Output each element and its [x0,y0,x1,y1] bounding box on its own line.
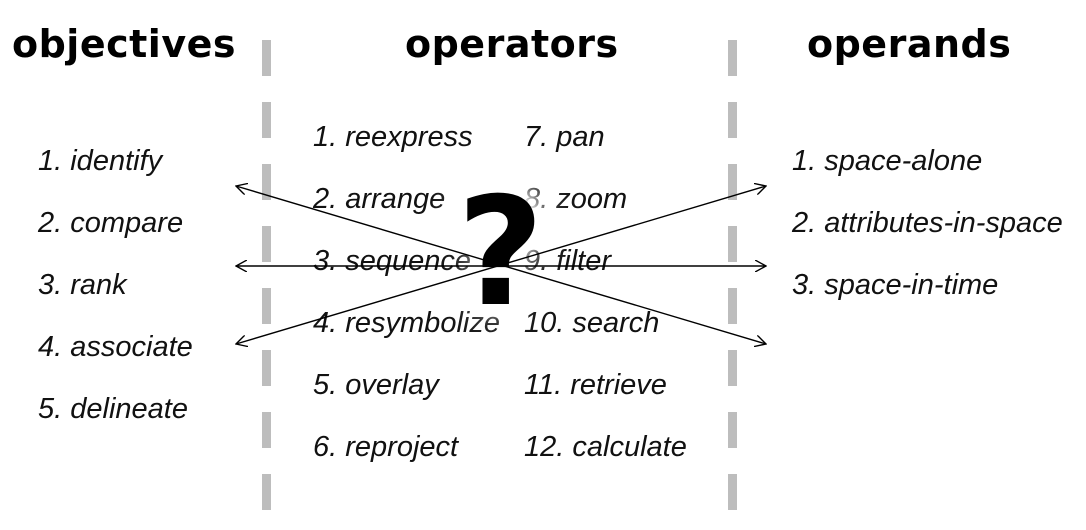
operand-item: 1. space-alone [792,145,983,177]
operator-item: 7. pan [524,121,605,153]
objective-item: 2. compare [38,207,184,239]
objectives-heading: objectives [12,22,236,66]
operand-item: 3. space-in-time [792,269,999,301]
operator-item: 5. overlay [313,369,439,401]
arrow-lower-left-to-upper-right [236,186,766,344]
operator-item: 1. reexpress [313,121,473,153]
objective-item: 4. associate [38,331,193,363]
objective-item: 3. rank [38,269,127,301]
operand-item: 2. attributes-in-space [792,207,1063,239]
operator-item: 6. reproject [313,431,459,463]
operators-heading: operators [405,22,619,66]
operands-heading: operands [807,22,1012,66]
objective-item: 5. delineate [38,393,188,425]
objective-item: 1. identify [38,145,163,177]
operator-item: 12. calculate [524,431,687,463]
operator-item: 11. retrieve [524,369,667,401]
